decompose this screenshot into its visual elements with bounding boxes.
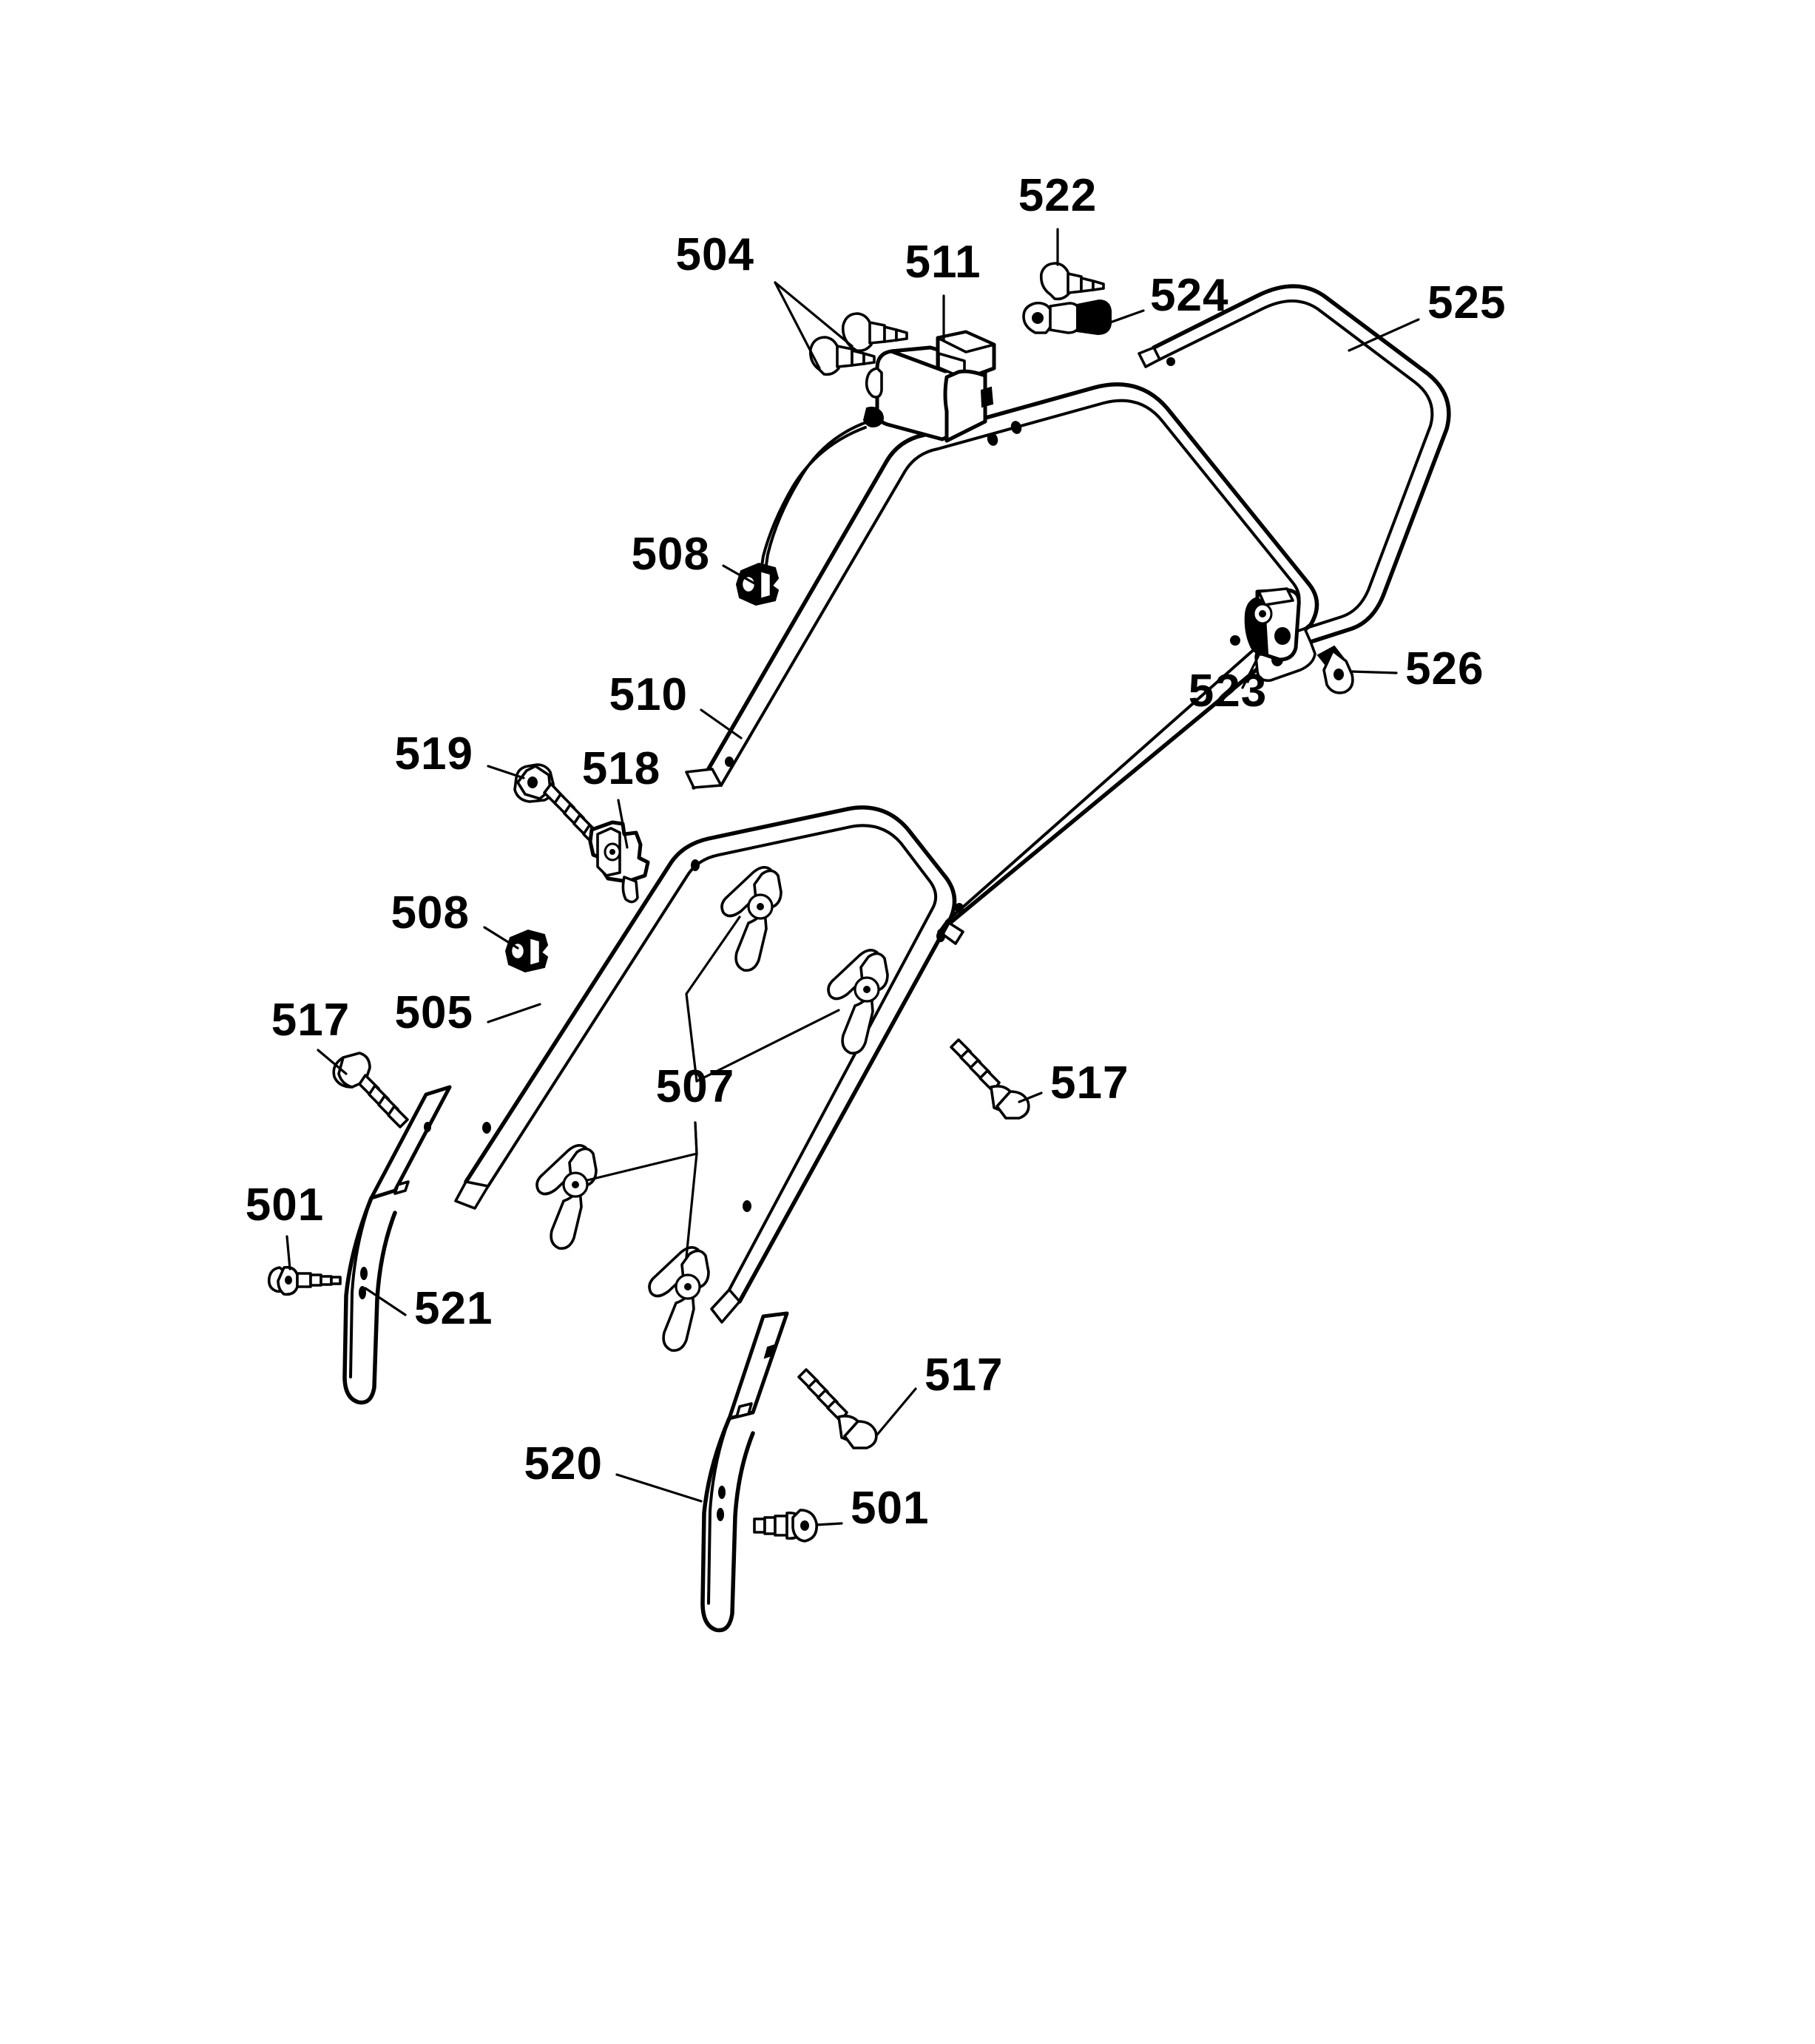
callout-501-left: 501: [246, 1180, 324, 1231]
callout-519: 519: [395, 728, 473, 779]
leader-504-b: [774, 281, 821, 370]
part-504-screw-lower: [808, 336, 876, 376]
leader-507-b: [695, 1009, 840, 1083]
leader-508-lower: [483, 926, 519, 950]
leader-501-bottom: [815, 1522, 843, 1526]
callout-517-bottom: 517: [925, 1350, 1003, 1401]
part-526-screw: [1317, 645, 1354, 694]
part-517-knob-bolt-left: [332, 1052, 409, 1128]
callout-518: 518: [582, 743, 660, 794]
callout-labels: 504 511 522 524 525 508 510 523 526 519 …: [246, 170, 1506, 1534]
part-521-side-handle-right: [342, 1085, 452, 1405]
part-508-cable-clamp-upper: [735, 562, 780, 606]
part-507-wing-knob-1: [720, 866, 783, 972]
part-501-screw-bottom: [753, 1509, 818, 1543]
leader-520: [615, 1473, 703, 1503]
leader-505: [487, 1003, 541, 1023]
part-524-cable-terminal: [1022, 299, 1112, 336]
callout-525: 525: [1427, 277, 1506, 328]
leader-501-left: [285, 1235, 291, 1270]
part-517-knob-bolt-bottom: [797, 1368, 878, 1449]
leader-521: [364, 1287, 407, 1316]
callout-521: 521: [414, 1283, 493, 1334]
leader-517-right: [1018, 1092, 1043, 1103]
leader-525: [1348, 318, 1420, 352]
part-522-screw: [1039, 262, 1105, 301]
part-520-side-handle-left: [700, 1311, 789, 1633]
leader-517-left: [317, 1049, 348, 1075]
callout-520: 520: [524, 1438, 603, 1489]
leader-518: [617, 799, 629, 849]
part-501-screw-left: [267, 1265, 342, 1296]
leader-507-a: [685, 916, 741, 1083]
callout-517-right: 517: [1050, 1057, 1129, 1109]
part-507-wing-knob-2: [827, 949, 889, 1055]
leader-507-c: [586, 1121, 698, 1182]
callout-504: 504: [676, 229, 754, 280]
part-510-upper-handle-bar: [685, 382, 1319, 945]
part-508-cable-clamp-lower: [504, 929, 549, 973]
leader-507-d: [685, 1121, 698, 1259]
leader-524: [1101, 309, 1145, 327]
leader-lines: [285, 228, 1420, 1526]
callout-517-left: 517: [271, 995, 350, 1046]
leader-523: [1241, 639, 1268, 689]
callout-523: 523: [1189, 666, 1267, 717]
callout-508-lower: 508: [391, 887, 470, 938]
part-511-switch-box: [757, 330, 996, 587]
leader-526: [1349, 670, 1398, 674]
callout-505: 505: [395, 987, 473, 1038]
callout-524: 524: [1150, 270, 1228, 321]
callout-510: 510: [609, 669, 688, 720]
part-504-screw-upper: [841, 312, 908, 353]
part-505-lower-handle-bar: [454, 805, 957, 1324]
leader-510: [700, 708, 743, 740]
part-523-cable-guide-bracket: [1244, 587, 1301, 662]
callout-501-bottom: 501: [851, 1483, 929, 1534]
callout-522: 522: [1018, 170, 1097, 221]
part-518-cable-bracket: [588, 820, 650, 904]
part-507-wing-knob-4: [648, 1246, 710, 1353]
callout-511: 511: [905, 237, 981, 288]
callout-526: 526: [1405, 643, 1484, 694]
part-517-knob-bolt-right: [950, 1038, 1030, 1120]
callout-508-upper: 508: [632, 529, 710, 580]
leader-504-a: [774, 281, 854, 348]
leader-519: [487, 765, 525, 779]
leader-508-upper: [722, 564, 757, 586]
part-507-wing-knob-3: [535, 1144, 598, 1251]
leader-517-bottom: [876, 1387, 917, 1436]
callout-507: 507: [656, 1061, 734, 1112]
